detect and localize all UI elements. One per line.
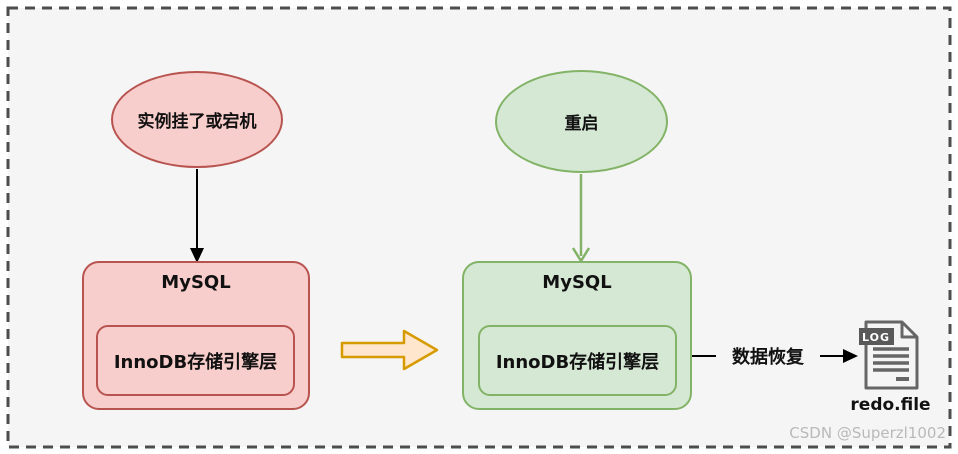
crash-event-label: 实例挂了或宕机 (137, 112, 257, 132)
log-badge-label: LOG (862, 331, 890, 344)
transition-block-arrow (340, 329, 439, 371)
restarted-innodb-label: InnoDB存储引擎层 (495, 351, 660, 373)
restart-event-ellipse: 重启 (495, 70, 668, 173)
log-badge (859, 328, 894, 345)
log-file-icon: LOG (859, 320, 919, 390)
crashed-innodb-box: InnoDB存储引擎层 (96, 325, 295, 396)
restart-event-label: 重启 (564, 114, 599, 134)
recovery-arrow-label: 数据恢复 (716, 342, 820, 369)
crash-connector-arrow (190, 169, 204, 263)
restarted-mysql-title: MySQL (542, 272, 612, 293)
redo-file-label: redo.file (850, 395, 931, 415)
crashed-mysql-box: MySQL InnoDB存储引擎层 (82, 261, 310, 410)
restarted-innodb-box: InnoDB存储引擎层 (478, 325, 677, 396)
crashed-innodb-label: InnoDB存储引擎层 (113, 351, 278, 373)
crash-event-ellipse: 实例挂了或宕机 (111, 71, 283, 168)
csdn-watermark: CSDN @Superzl1002 (789, 424, 946, 442)
restarted-mysql-box: MySQL InnoDB存储引擎层 (462, 261, 692, 410)
crashed-mysql-title: MySQL (161, 272, 231, 293)
